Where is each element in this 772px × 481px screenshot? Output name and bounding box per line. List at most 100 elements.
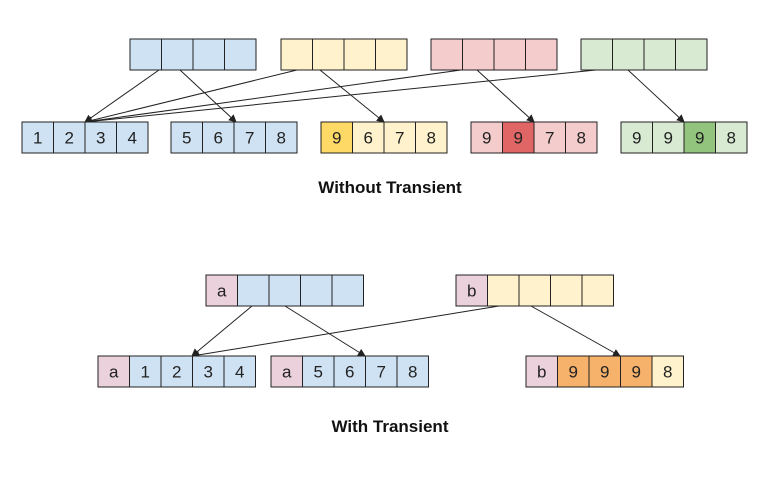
section-0-leaf-node-2-cell-3 bbox=[415, 121, 448, 154]
section-0-edge-6 bbox=[84, 69, 597, 126]
section-0-leaf-node-3-cell-3-label: 8 bbox=[577, 129, 586, 148]
section-0-leaf-node-2-cell-1-label: 6 bbox=[364, 129, 373, 148]
section-0-internal-node-0-cell-2 bbox=[192, 38, 225, 71]
captions: Without Transient With Transient bbox=[318, 178, 462, 436]
section-0-internal-node-1-cell-3 bbox=[375, 38, 408, 71]
section-0-internal-node-2-cell-3 bbox=[525, 38, 558, 71]
edges bbox=[84, 69, 685, 359]
section-1-leaf-node-0-cell-0-label: a bbox=[109, 363, 119, 382]
section-1-edge-2 bbox=[191, 305, 500, 359]
section-0-internal-node-3-cell-3 bbox=[675, 38, 708, 71]
section-0-leaf-node-2-cell-1 bbox=[352, 121, 385, 154]
section-0-edge-3 bbox=[319, 69, 385, 123]
section-0-leaf-node-3-cell-2-label: 7 bbox=[545, 129, 554, 148]
section-1-leaf-node-2-cell-4 bbox=[651, 355, 684, 388]
section-1-leaf-node-1-cell-4-label: 8 bbox=[408, 363, 417, 382]
caption-without-transient: Without Transient bbox=[318, 178, 462, 197]
section-0-leaf-node-1-cell-0 bbox=[170, 121, 203, 154]
section-1-leaf-node-1-cell-3-label: 7 bbox=[377, 363, 386, 382]
section-0-leaf-node-3-cell-1 bbox=[502, 121, 535, 154]
section-0-internal-node-0 bbox=[129, 38, 257, 71]
section-0-leaf-node-2-cell-3-label: 8 bbox=[427, 129, 436, 148]
section-1-leaf-node-1-cell-1 bbox=[302, 355, 335, 388]
section-1-internal-node-0-cell-0-label: a bbox=[217, 282, 227, 301]
section-1-leaf-node-1-cell-0 bbox=[270, 355, 303, 388]
section-1-leaf-node-0-cell-2 bbox=[160, 355, 193, 388]
section-0-leaf-node-4-cell-1-label: 9 bbox=[664, 129, 673, 148]
section-1-leaf-node-2-cell-3-label: 9 bbox=[632, 363, 641, 382]
section-1-edge-0 bbox=[191, 305, 253, 357]
section-1-edge-3 bbox=[530, 305, 621, 357]
section-1-leaf-node-0-cell-0 bbox=[97, 355, 130, 388]
section-0-leaf-node-0-cell-1-label: 2 bbox=[65, 129, 74, 148]
section-1-leaf-node-0-cell-4-label: 4 bbox=[235, 363, 244, 382]
section-0-edge-1 bbox=[179, 69, 237, 123]
section-1-internal-node-1-cell-1 bbox=[487, 274, 520, 307]
section-1-leaf-node-1-cell-0-label: a bbox=[282, 363, 292, 382]
section-1-leaf-node-2-cell-2-label: 9 bbox=[600, 363, 609, 382]
section-1-internal-node-1-cell-0-label: b bbox=[467, 282, 476, 301]
section-0-internal-node-3 bbox=[580, 38, 708, 71]
section-0-leaf-node-0-cell-3-label: 4 bbox=[128, 129, 137, 148]
section-1-internal-node-1-cell-4 bbox=[581, 274, 614, 307]
section-1-leaf-node-0-cell-3-label: 3 bbox=[204, 363, 213, 382]
section-1-leaf-node-1-cell-4 bbox=[396, 355, 429, 388]
section-0-leaf-node-4-cell-2-label: 9 bbox=[695, 129, 704, 148]
section-0-internal-node-2-cell-0 bbox=[430, 38, 463, 71]
section-0-internal-node-2-cell-1 bbox=[462, 38, 495, 71]
section-0-internal-node-1-cell-2 bbox=[343, 38, 376, 71]
section-0-edge-4 bbox=[84, 69, 462, 126]
section-0-leaf-node-3-cell-3 bbox=[565, 121, 598, 154]
section-1-internal-node-1-cell-2 bbox=[518, 274, 551, 307]
section-0-edge-2 bbox=[84, 69, 298, 125]
section-0-leaf-node-0-cell-2 bbox=[84, 121, 117, 154]
section-1-leaf-node-2-cell-1-label: 9 bbox=[569, 363, 578, 382]
section-1-leaf-node-1-cell-3 bbox=[365, 355, 398, 388]
section-0-leaf-node-4-cell-2 bbox=[683, 121, 716, 154]
section-1-internal-node-0-cell-2 bbox=[268, 274, 301, 307]
section-0-edge-0 bbox=[84, 69, 160, 123]
section-1-leaf-node-1-cell-2 bbox=[333, 355, 366, 388]
section-0-leaf-node-0-cell-1 bbox=[53, 121, 86, 154]
section-0-leaf-node-4-cell-1 bbox=[652, 121, 685, 154]
section-1-leaf-node-2-cell-0 bbox=[525, 355, 558, 388]
section-0-leaf-node-3-cell-2 bbox=[533, 121, 566, 154]
section-0-edge-7 bbox=[627, 69, 685, 123]
section-1-internal-node-0-cell-1 bbox=[237, 274, 270, 307]
section-0-leaf-node-0-cell-0 bbox=[21, 121, 54, 154]
section-1-leaf-node-0-cell-4 bbox=[223, 355, 256, 388]
section-0-leaf-node-1-cell-2-label: 7 bbox=[245, 129, 254, 148]
section-0-leaf-node-1-cell-0-label: 5 bbox=[182, 129, 191, 148]
section-0-edge-5 bbox=[476, 69, 535, 123]
section-0-leaf-node-4-cell-0-label: 9 bbox=[632, 129, 641, 148]
section-1-internal-node-0: a bbox=[205, 274, 364, 307]
section-0-internal-node-1-cell-1 bbox=[312, 38, 345, 71]
section-0-leaf-node-0-cell-0-label: 1 bbox=[33, 129, 42, 148]
section-0-internal-node-0-cell-0 bbox=[129, 38, 162, 71]
section-1-leaf-node-2-cell-2 bbox=[588, 355, 621, 388]
section-0-leaf-node-4: 9 9 9 8 bbox=[620, 121, 748, 154]
section-1-internal-node-0-cell-3 bbox=[300, 274, 333, 307]
section-1-leaf-node-2-cell-4-label: 8 bbox=[663, 363, 672, 382]
section-0-internal-node-1-cell-0 bbox=[280, 38, 313, 71]
caption-with-transient: With Transient bbox=[332, 417, 449, 436]
section-0-internal-node-0-cell-1 bbox=[161, 38, 194, 71]
section-0-internal-node-3-cell-2 bbox=[643, 38, 676, 71]
section-0-leaf-node-3-cell-0 bbox=[470, 121, 503, 154]
section-0-leaf-node-4-cell-3 bbox=[715, 121, 748, 154]
section-0-leaf-node-4-cell-3-label: 8 bbox=[727, 129, 736, 148]
section-1-leaf-node-2-cell-3 bbox=[620, 355, 653, 388]
section-0-leaf-node-2-cell-2-label: 7 bbox=[395, 129, 404, 148]
section-0-internal-node-2 bbox=[430, 38, 558, 71]
section-0-leaf-node-1-cell-3 bbox=[265, 121, 298, 154]
section-1-internal-node-0-cell-4 bbox=[331, 274, 364, 307]
section-1-leaf-node-0-cell-3 bbox=[192, 355, 225, 388]
section-0-leaf-node-2-cell-0 bbox=[320, 121, 353, 154]
section-0-leaf-node-1-cell-3-label: 8 bbox=[277, 129, 286, 148]
